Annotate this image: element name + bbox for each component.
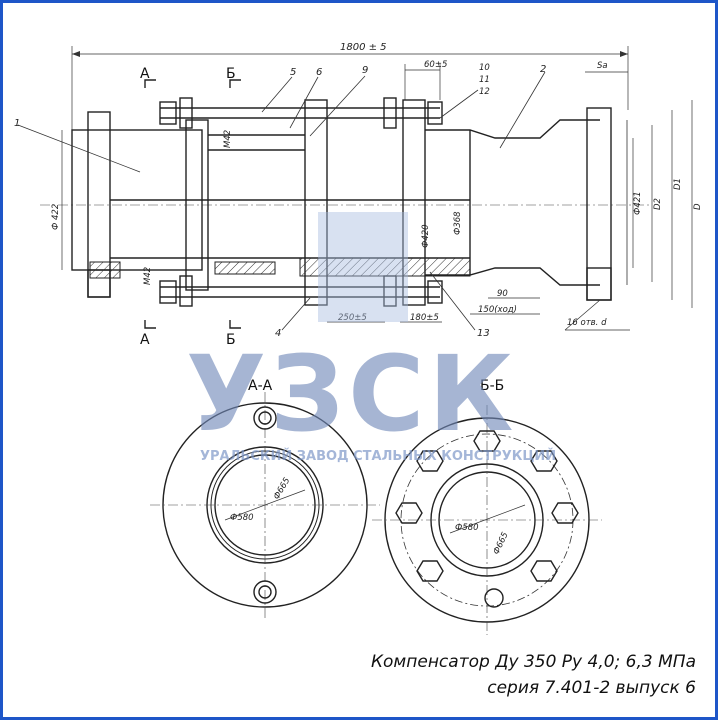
dim-d2: D2 (653, 198, 663, 210)
side-view: 1800 ± 5 60±5 Sa (14, 42, 703, 348)
position-4: 4 (275, 328, 281, 339)
company-watermark: УЗСК УРАЛЬСКИЙ ЗАВОД СТАЛЬНЫХ КОНСТРУКЦИ… (186, 212, 556, 464)
section-marker-b-bottom: Б (226, 332, 236, 348)
aa-dim-580: Ф580 (230, 513, 254, 523)
section-bb-title: Б-Б (480, 378, 504, 394)
watermark-logo-text: УЗСК (186, 333, 517, 455)
position-12: 12 (479, 87, 490, 97)
bb-dim-580: Ф580 (455, 523, 479, 533)
section-marker-b-top: Б (226, 66, 236, 82)
dim-d: D (693, 203, 703, 210)
position-6: 6 (316, 67, 322, 78)
section-marker-a-bottom: А (140, 332, 150, 348)
dim-m42-bottom: М42 (143, 267, 153, 285)
dim-sa: Sa (597, 61, 608, 71)
position-1: 1 (14, 118, 20, 129)
dim-dia368: Ф368 (453, 211, 463, 235)
dim-150: 150(ход) (478, 305, 517, 315)
caption-line-2: серия 7.401-2 выпуск 6 (487, 678, 696, 698)
dim-overall-length: 1800 ± 5 (340, 42, 387, 53)
position-13: 13 (477, 328, 490, 339)
dim-m42-top: М42 (223, 130, 233, 148)
dim-180: 180±5 (410, 313, 439, 323)
dim-dia422: Ф 422 (51, 204, 61, 230)
position-9: 9 (362, 65, 368, 76)
dim-250: 250±5 (338, 313, 367, 323)
dim-90: 90 (497, 289, 508, 299)
dim-60: 60±5 (424, 60, 447, 70)
watermark-subtitle: УРАЛЬСКИЙ ЗАВОД СТАЛЬНЫХ КОНСТРУКЦИЙ (200, 448, 556, 464)
position-11: 11 (479, 75, 490, 85)
caption-line-1: Компенсатор Ду 350 Ру 4,0; 6,3 МПа (370, 652, 696, 672)
position-2: 2 (540, 64, 546, 75)
dim-dia420: Ф420 (421, 224, 431, 248)
dim-d1: D1 (673, 178, 683, 190)
section-marker-a-top: А (140, 66, 150, 82)
bb-dim-665: Ф665 (492, 531, 511, 557)
dim-bolt-holes: 16 отв. d (567, 318, 607, 328)
aa-dim-665: Ф665 (272, 476, 292, 501)
watermark-logo-block (318, 212, 408, 322)
section-aa-title: А-А (248, 378, 273, 394)
position-10: 10 (479, 63, 490, 73)
position-5: 5 (290, 67, 296, 78)
dim-dia421: Ф421 (633, 191, 643, 215)
